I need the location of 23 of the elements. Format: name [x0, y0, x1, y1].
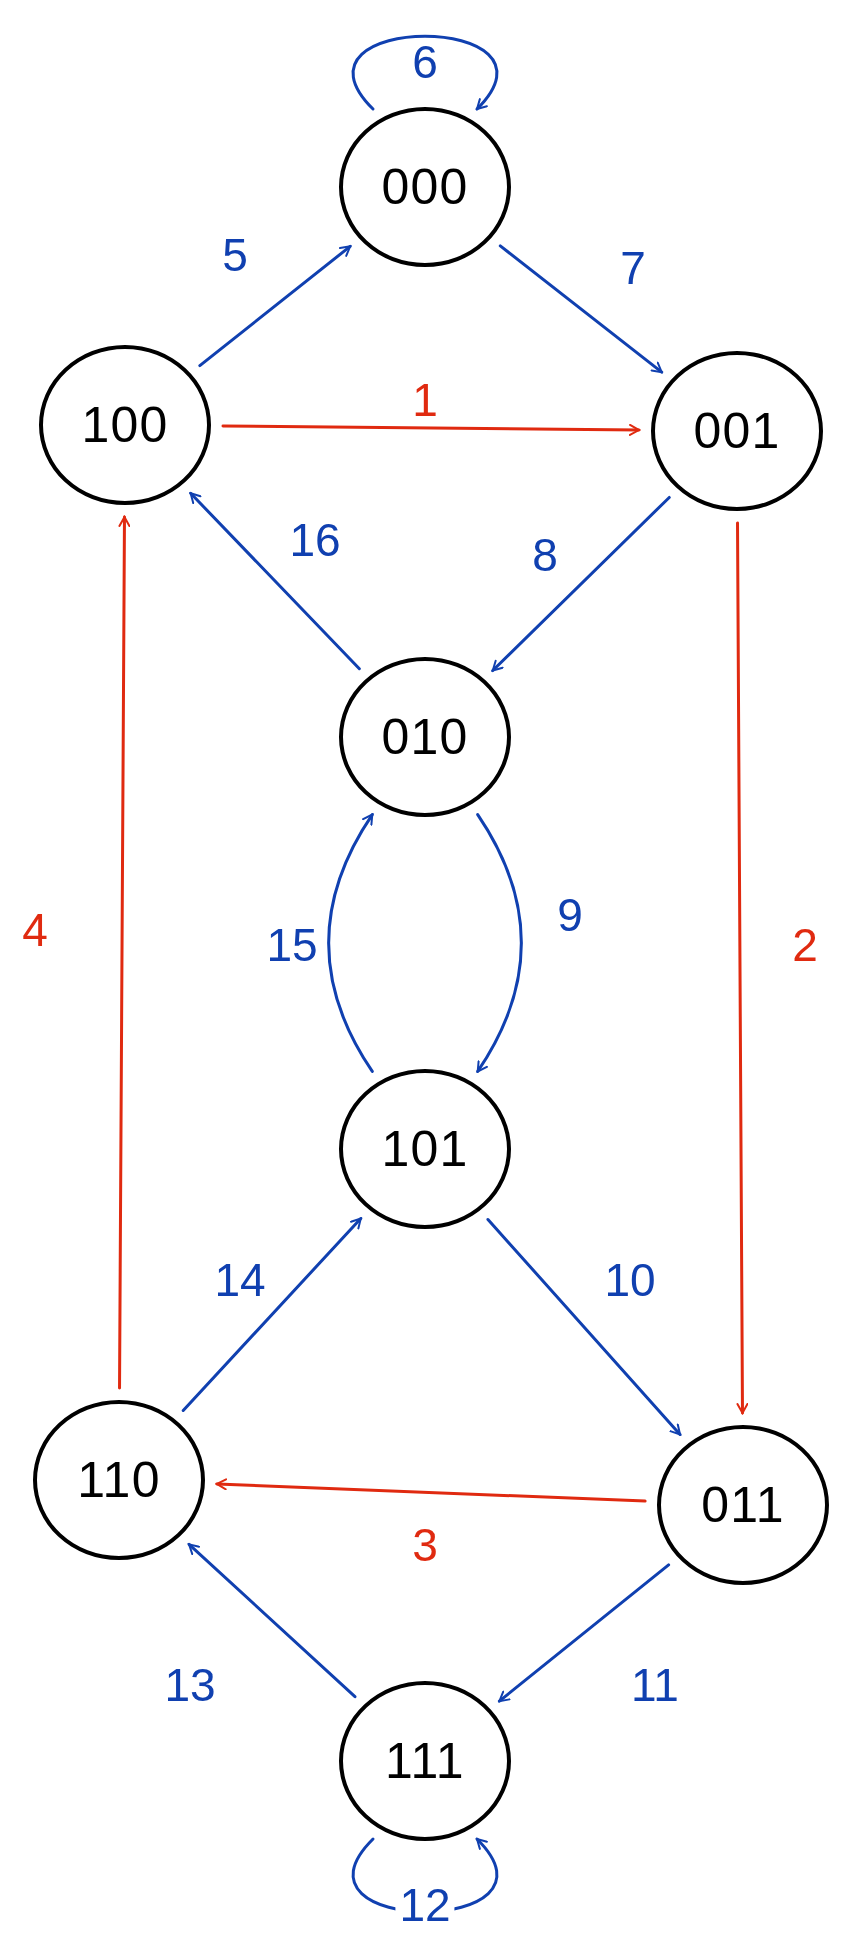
state-label: 010: [381, 712, 469, 762]
arrow: [189, 491, 361, 671]
arrow: [486, 1218, 682, 1436]
state-label: 001: [693, 406, 781, 456]
state-label: 111: [385, 1736, 465, 1786]
state-label: 011: [701, 1480, 785, 1530]
state-label: 100: [81, 400, 169, 450]
arrow: [736, 521, 749, 1415]
arrow: [476, 813, 523, 1073]
arrow: [221, 423, 641, 436]
arrow: [498, 244, 664, 374]
state-label: 000: [381, 162, 469, 212]
arrow: [187, 1542, 357, 1699]
arrow: [497, 1563, 671, 1703]
arrow: [352, 34, 498, 111]
arrow: [327, 813, 374, 1073]
arrow: [181, 1216, 363, 1413]
arrow: [198, 244, 352, 368]
arrow: [215, 1478, 647, 1503]
state-label: 101: [381, 1124, 469, 1174]
arrow: [118, 515, 131, 1390]
arrow: [491, 495, 671, 673]
state-label: 110: [77, 1455, 161, 1505]
